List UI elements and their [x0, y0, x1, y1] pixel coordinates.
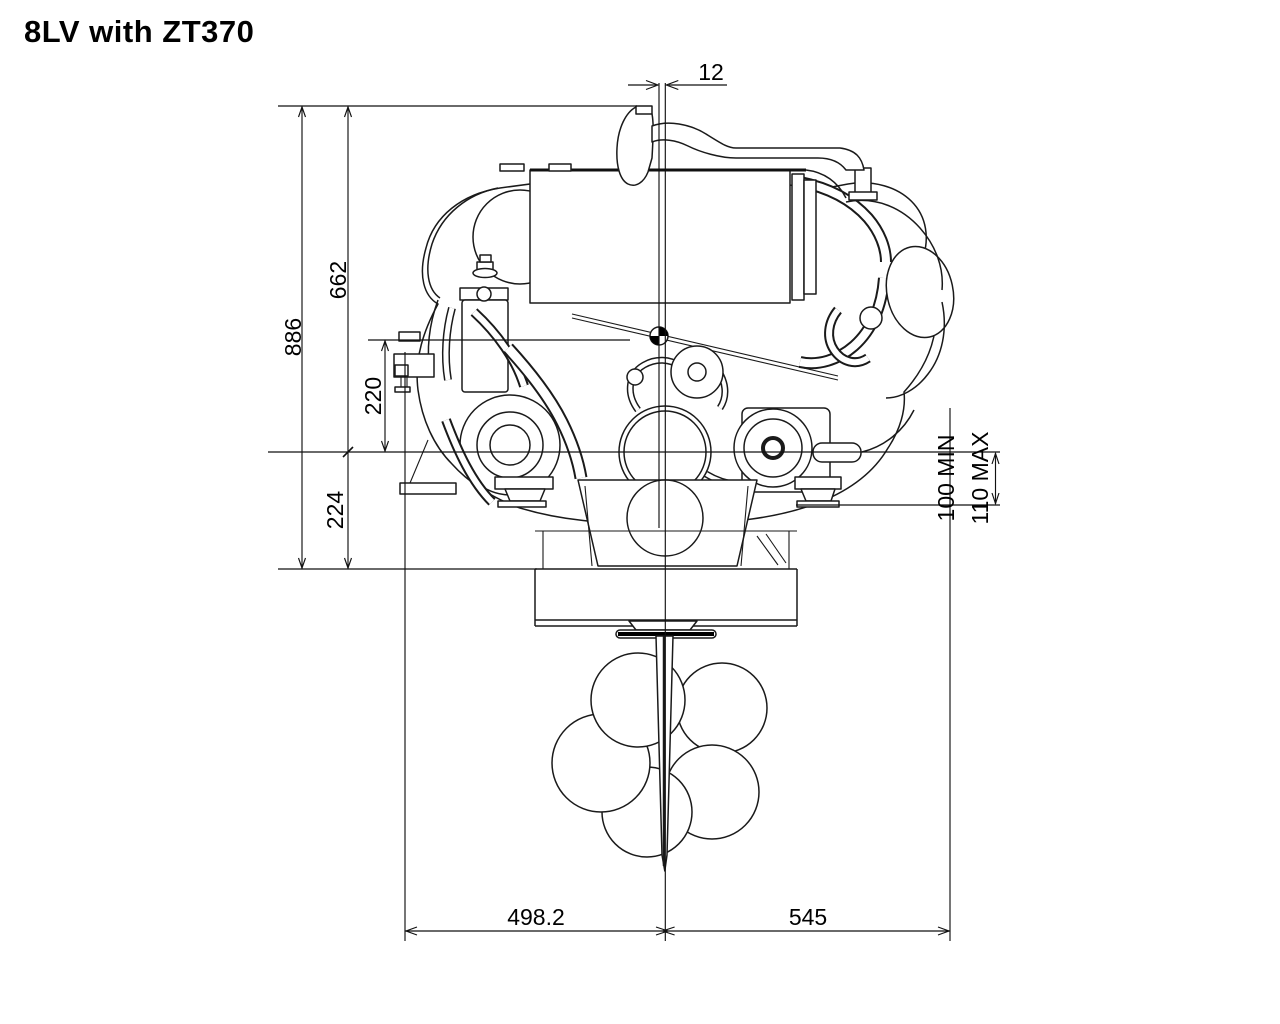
bell-housing-and-mounts: [399, 439, 842, 567]
dim-label-12: 12: [698, 59, 724, 85]
dim-label-224: 224: [322, 491, 348, 530]
dimension-lines: [268, 79, 1000, 941]
sterndrive-drawing: [534, 530, 798, 639]
dim-label-110-max: 110 MAX: [967, 432, 993, 525]
dim-label-498-2: 498.2: [507, 904, 565, 930]
engine-drawing: [393, 105, 955, 567]
drawing-title: 8LV with ZT370: [24, 14, 255, 49]
dim-label-100-min: 100 MIN: [933, 435, 959, 522]
dim-label-545: 545: [789, 904, 827, 930]
dim-label-220: 220: [360, 377, 386, 415]
intercooler-box: [499, 163, 817, 304]
right-side-components: [798, 167, 955, 453]
dimension-labels: 12 886 662 220 224 100 MIN 110 MAX 498.2…: [280, 59, 993, 930]
dim-label-886: 886: [280, 318, 306, 356]
top-air-hose: [616, 105, 865, 199]
propeller-drawing: [551, 635, 768, 872]
dim-label-662: 662: [325, 261, 351, 299]
